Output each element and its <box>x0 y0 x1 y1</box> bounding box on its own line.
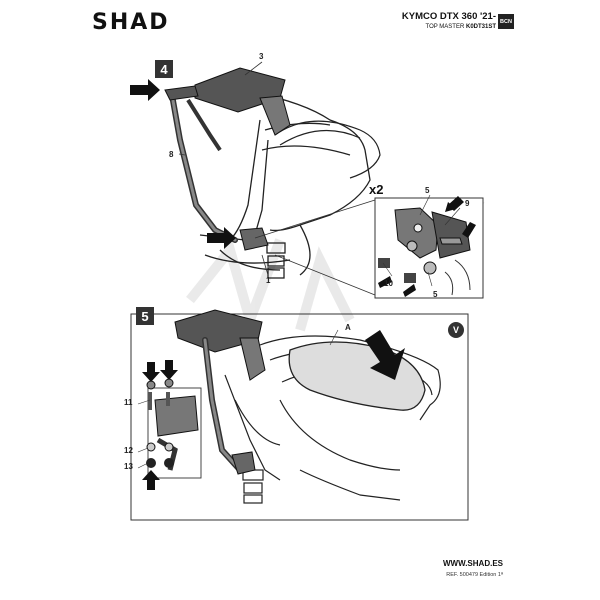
callout-1: 1 <box>266 276 271 285</box>
inset-parts <box>146 378 199 471</box>
arrow-icon <box>142 362 160 382</box>
callout-11: 11 <box>124 398 133 407</box>
callout-12: 12 <box>124 446 133 455</box>
step4-seat <box>274 120 381 179</box>
callout-13: 13 <box>124 462 133 471</box>
arrow-icon <box>160 360 178 380</box>
model-name: KYMCO DTX 360 '21- <box>401 11 496 22</box>
product-line: TOP MASTER K0DT31ST <box>402 22 496 32</box>
callout-3: 3 <box>259 52 264 61</box>
step4-rail <box>169 92 238 243</box>
brand-logo: SHAD <box>92 10 170 35</box>
callout-8: 8 <box>169 150 174 159</box>
step5-seat <box>288 341 426 411</box>
callout-5-bottom: 5 <box>433 290 438 299</box>
arrow-icon <box>207 227 236 249</box>
arrow-icon <box>365 330 405 380</box>
arrow-icon <box>403 284 416 297</box>
model-info: KYMCO DTX 360 '21- TOP MASTER K0DT31ST <box>402 12 496 32</box>
reference-text: REF. 500479 Edition 1ª <box>446 572 503 578</box>
multiplier-label: x2 <box>369 182 384 197</box>
callout-10: 10 <box>384 279 393 288</box>
step-5-badge: 5 <box>136 307 154 325</box>
arrow-icon <box>462 222 476 238</box>
location-badge: BCN <box>498 14 514 29</box>
arrow-icon <box>130 79 160 101</box>
check-icon: V <box>448 322 464 338</box>
arrow-icon <box>378 276 392 288</box>
product-prefix: TOP MASTER <box>425 24 465 30</box>
arrow-icon <box>445 196 464 212</box>
product-code: K0DT31ST <box>465 24 496 30</box>
callout-9: 9 <box>465 199 470 208</box>
callout-A: A <box>345 323 351 332</box>
arrow-icon <box>142 470 160 490</box>
callout-5-top: 5 <box>425 186 430 195</box>
step-4-badge: 4 <box>155 60 173 78</box>
website-link[interactable]: WWW.SHAD.ES <box>443 559 503 568</box>
step4-plate <box>194 67 291 136</box>
detail-parts <box>378 196 476 297</box>
step5-frame <box>130 313 469 521</box>
